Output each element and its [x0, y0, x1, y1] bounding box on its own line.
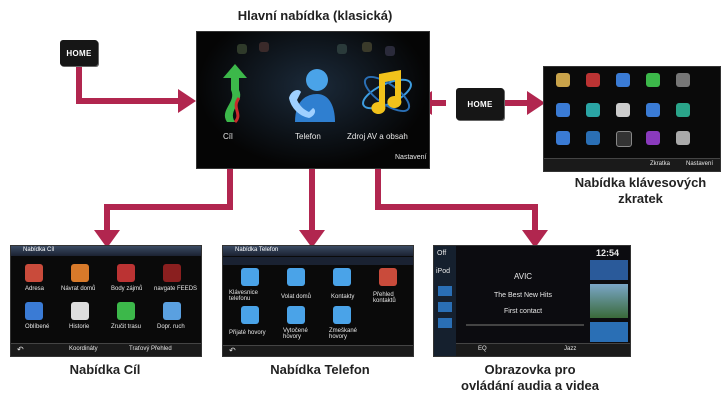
- bluetooth-icon[interactable]: [438, 302, 452, 312]
- shortcut-menu-caption: Nabídka klávesových zkratek: [560, 175, 721, 207]
- dest-item-route[interactable]: Zručit trasu: [111, 324, 142, 330]
- shortcut-menu-screen: Zkratka Nastavení: [543, 66, 721, 172]
- destination-caption: Nabídka Cíl: [69, 362, 141, 377]
- destination-header-title: Nabídka Cíl: [23, 247, 55, 253]
- av-track-line3: First contact: [504, 308, 543, 315]
- main-item-phone[interactable]: Telefon: [295, 132, 321, 141]
- phone-menu-screen: Nabídka Telefon Klávesnice telefonu Vola…: [222, 245, 414, 357]
- phone-caption: Nabídka Telefon: [270, 362, 370, 377]
- av-title: AVIC: [514, 272, 533, 281]
- av-screen: Off iPod AVIC The Best New Hits First co…: [433, 245, 631, 357]
- av-track-line2: The Best New Hits: [494, 292, 552, 299]
- dest-item-favorites[interactable]: Oblíbené: [25, 324, 50, 330]
- arrowhead-main: [178, 89, 196, 113]
- main-item-av-source[interactable]: Zdroj AV a obsah: [347, 132, 408, 141]
- av-progress-bar[interactable]: [466, 324, 584, 326]
- arrow-main-to-av: [375, 143, 538, 232]
- main-item-destination[interactable]: Cíl: [223, 132, 233, 141]
- dest-item-traffic[interactable]: Dopr. ruch: [157, 324, 185, 330]
- phone-icon[interactable]: [287, 66, 335, 122]
- av-thumbnail-3: [590, 322, 628, 342]
- phone-header-title: Nabídka Telefon: [235, 247, 279, 253]
- arrowhead-phone: [299, 230, 325, 248]
- phone-item-dialed[interactable]: Vytočené hovory: [283, 328, 308, 340]
- home-button-left[interactable]: HOME: [60, 40, 98, 66]
- arrow-home-to-main: [76, 66, 178, 104]
- music-note-icon[interactable]: [359, 64, 415, 122]
- av-album-art: [590, 260, 628, 280]
- dest-footer-coordinates[interactable]: Koordináty: [69, 346, 98, 352]
- dest-footer-overview[interactable]: Traťový Přehled: [129, 346, 172, 352]
- av-caption-line1: Obrazovka pro: [484, 362, 576, 377]
- phone-item-contacts[interactable]: Kontakty: [331, 294, 355, 300]
- main-menu-settings[interactable]: Nastavení: [395, 154, 427, 161]
- main-menu-title: Hlavní nabídka (klasická): [237, 8, 393, 23]
- dest-item-address[interactable]: Adresa: [25, 286, 45, 292]
- av-side-off[interactable]: Off: [437, 250, 447, 257]
- shortcut-caption-line1: Nabídka klávesových: [574, 175, 707, 190]
- av-side-source-4[interactable]: [438, 318, 452, 328]
- arrowhead-right-double: [527, 91, 545, 115]
- phone-item-missed[interactable]: Zmeškané hovory: [329, 328, 358, 340]
- av-footer-jazz[interactable]: Jazz: [564, 346, 577, 352]
- phone-item-received[interactable]: Přijaté hovory: [229, 330, 266, 336]
- phone-item-contact-overview[interactable]: Přehled kontaktů: [373, 292, 396, 304]
- dest-item-history[interactable]: Historie: [69, 324, 90, 330]
- phone-status-bar: [223, 257, 413, 265]
- av-sidebar: Off iPod: [434, 246, 456, 356]
- dest-item-poi[interactable]: Body zájmů: [111, 286, 143, 292]
- av-clock: 12:54: [596, 248, 620, 258]
- phone-item-home[interactable]: Volat domů: [281, 294, 312, 300]
- arrow-main-to-dest: [104, 143, 233, 230]
- back-icon[interactable]: ↶: [17, 345, 24, 354]
- av-caption: Obrazovka pro ovládání audia a videa: [430, 362, 630, 394]
- phone-item-keypad[interactable]: Klávesnice telefonu: [229, 290, 259, 302]
- shortcut-footer: Zkratka Nastavení: [544, 158, 720, 171]
- destination-icon[interactable]: [217, 62, 257, 124]
- av-side-source-2[interactable]: [438, 286, 452, 296]
- shortcut-footer-shortcut[interactable]: Zkratka: [650, 161, 671, 167]
- av-landscape-thumbnail: [590, 284, 628, 318]
- shortcut-footer-settings[interactable]: Nastavení: [686, 161, 714, 167]
- arrowhead-dest: [94, 230, 120, 248]
- av-footer: EQ Jazz: [456, 343, 630, 356]
- arrowhead-av: [522, 230, 548, 248]
- destination-footer: ↶ Koordináty Traťový Přehled: [11, 343, 201, 356]
- main-menu-screen: Cíl Telefon Zdroj AV a obsah Nastavení: [196, 31, 430, 169]
- destination-menu-screen: Nabídka Cíl Adresa Návrat domů Body zájm…: [10, 245, 202, 357]
- av-caption-line2: ovládání audia a videa: [461, 378, 599, 393]
- av-side-ipod[interactable]: iPod: [436, 268, 451, 275]
- av-footer-eq[interactable]: EQ: [478, 346, 487, 352]
- phone-footer: ↶: [223, 345, 413, 356]
- phone-header: Nabídka Telefon: [223, 246, 413, 256]
- back-icon[interactable]: ↶: [229, 346, 236, 355]
- dest-item-home[interactable]: Návrat domů: [61, 286, 96, 292]
- destination-header: Nabídka Cíl: [11, 246, 201, 256]
- dest-item-feeds[interactable]: navgate FEEDS: [154, 286, 198, 292]
- home-button-right[interactable]: HOME: [456, 88, 504, 120]
- shortcut-caption-line2: zkratek: [618, 191, 663, 206]
